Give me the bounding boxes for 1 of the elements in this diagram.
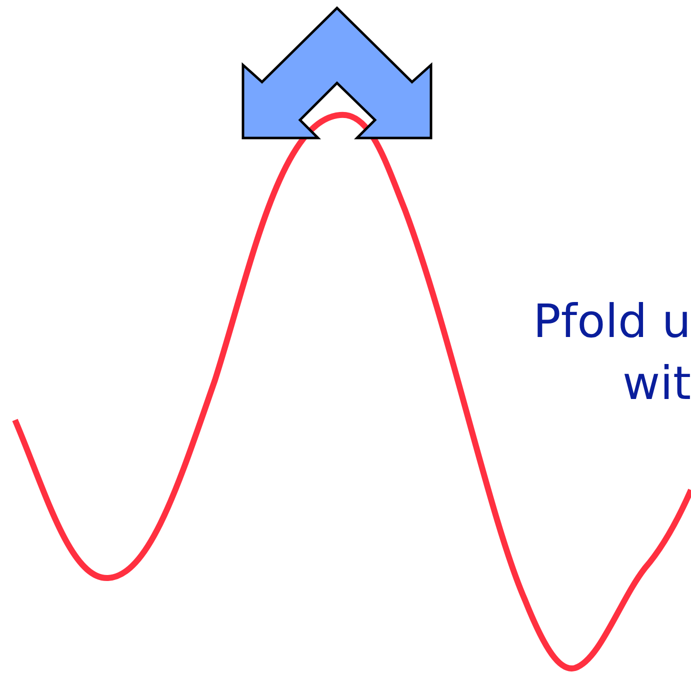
- annotation-text: Pfold u wit: [532, 293, 691, 412]
